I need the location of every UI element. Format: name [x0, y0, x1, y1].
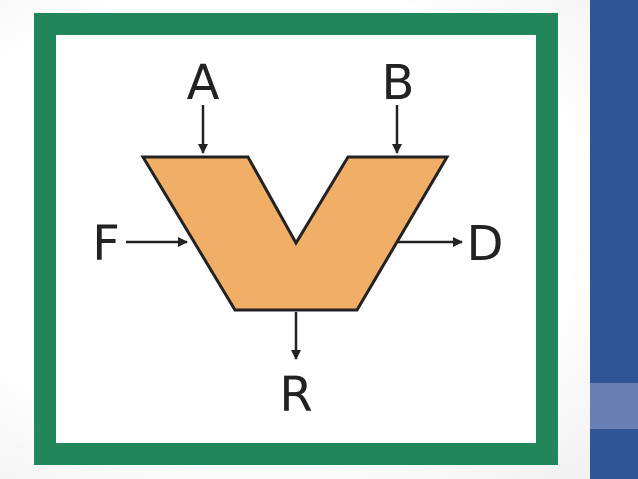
- label-r: R: [279, 367, 312, 423]
- alu-diagram: A B F D R: [92, 55, 504, 423]
- label-b: B: [382, 55, 415, 111]
- label-f: F: [92, 216, 120, 272]
- side-panel-accent: [590, 383, 638, 429]
- diagram-frame: [34, 13, 558, 465]
- label-a: A: [187, 55, 220, 111]
- alu-shape: [140, 155, 450, 312]
- label-d: D: [467, 216, 504, 272]
